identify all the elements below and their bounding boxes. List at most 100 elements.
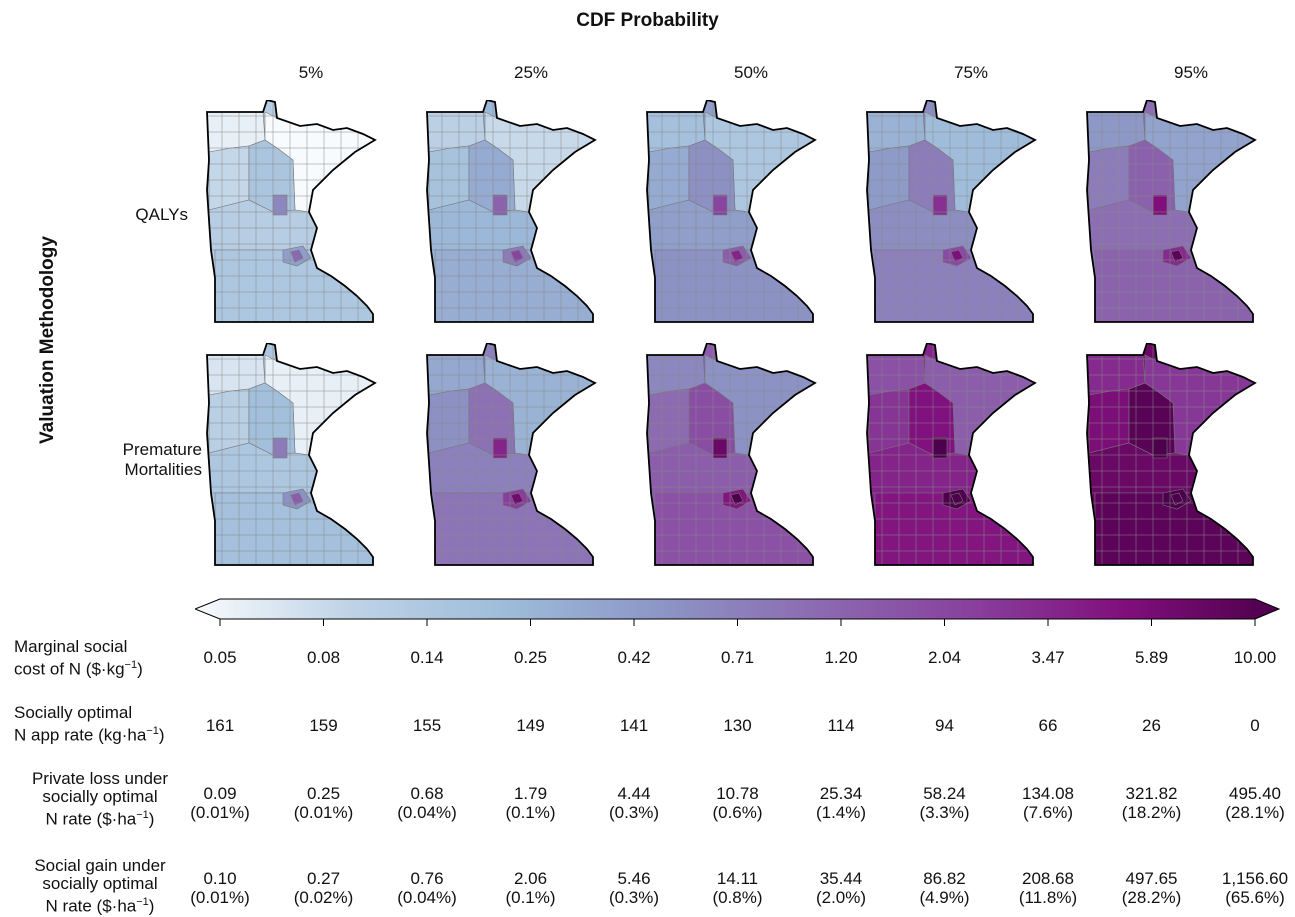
cell-value: 5.89 [1134, 648, 1169, 667]
county-region [730, 249, 744, 263]
cell-value: 161 [205, 716, 235, 735]
row-label-mortalities-line2: Mortalities [124, 460, 202, 479]
row-label-qalys-line: QALYs [135, 205, 188, 224]
table-cell: 25.34(1.4%) [796, 784, 886, 822]
table-cell: 161 [175, 716, 265, 735]
cell-value: 0.10 [203, 869, 237, 888]
cell-percent: (0.8%) [712, 888, 763, 907]
cell-percent: (0.1%) [505, 888, 556, 907]
cell-value: 0.25 [513, 648, 548, 667]
county-region [428, 388, 470, 454]
table-cell: 0.25(0.01%) [279, 784, 369, 822]
label-line: Socially optimal [14, 703, 133, 722]
label-line: cost of N ($·kg−1) [14, 656, 143, 679]
cell-percent: (0.01%) [293, 803, 354, 822]
cell-value: 2.04 [927, 648, 962, 667]
state-outline [866, 343, 1037, 566]
table-label-marginal-cost: Marginal social cost of N ($·kg−1) [14, 638, 143, 679]
county-region [208, 145, 250, 211]
table-cell: 0.09(0.01%) [175, 784, 265, 822]
table-cell: 4.44(0.3%) [589, 784, 679, 822]
cell-percent: (3.3%) [919, 803, 970, 822]
label-superscript: −1 [136, 896, 149, 908]
cell-value: 141 [619, 716, 649, 735]
label-text: ) [148, 896, 155, 916]
cell-value: 0.05 [203, 648, 237, 667]
county-region [290, 249, 304, 263]
chart-title: CDF Probability [576, 10, 719, 31]
column-label-95: 95% [1173, 63, 1209, 82]
cell-value: 0.68 [410, 784, 444, 803]
cell-value: 5.46 [617, 869, 651, 888]
county-region [868, 145, 910, 211]
cell-value: 130 [723, 716, 752, 735]
row-label-qalys: QALYs [38, 205, 188, 225]
label-text: N rate ($·ha [45, 896, 137, 916]
cell-value: 0.25 [306, 784, 341, 803]
cell-value: 0.71 [720, 648, 755, 667]
label-line: Social gain under [34, 856, 166, 875]
cell-value: 114 [827, 716, 855, 735]
cell-value: 495.40 [1229, 784, 1281, 803]
cell-percent: (11.8%) [1018, 888, 1078, 907]
county-region [1088, 388, 1130, 454]
county-region [648, 388, 690, 454]
label-text: N app rate (kg·ha [14, 725, 147, 745]
cell-percent: (4.9%) [919, 888, 970, 907]
row-label-mortalities: Premature Mortalities [52, 440, 202, 480]
cell-value: 497.65 [1125, 869, 1178, 888]
table-cell: 159 [279, 716, 369, 735]
cell-percent: (2.0%) [815, 888, 867, 907]
cell-value: 208.68 [1022, 869, 1074, 888]
map-mortalities-25 [426, 343, 597, 566]
county-region [1088, 145, 1130, 211]
table-cell: 495.40(28.1%) [1210, 784, 1295, 822]
colorbar-body [195, 598, 1281, 620]
cell-percent: (65.6%) [1225, 888, 1285, 907]
cell-percent: (28.2%) [1121, 888, 1182, 907]
map-mortalities-75 [866, 343, 1037, 566]
colorbar [195, 598, 1281, 626]
label-text: ) [137, 659, 143, 679]
cell-value: 0 [1250, 716, 1260, 735]
cell-value: 0.14 [410, 648, 444, 667]
cell-value: 1.20 [824, 648, 858, 667]
cell-percent: (0.3%) [608, 803, 660, 822]
map-mortalities-5 [206, 343, 377, 566]
cell-value: 2.06 [513, 869, 548, 888]
label-text: ) [158, 725, 165, 745]
label-line: N rate ($·ha−1) [14, 806, 186, 829]
cell-percent: (18.2%) [1121, 803, 1182, 822]
table-cell: 86.82(4.9%) [900, 869, 990, 907]
table-cell: 2.04 [900, 648, 990, 667]
cell-value: 321.82 [1125, 784, 1178, 803]
table-cell: 0.71 [693, 648, 783, 667]
table-cell: 26 [1107, 716, 1197, 735]
table-cell: 35.44(2.0%) [796, 869, 886, 907]
label-line: N app rate (kg·ha−1) [14, 722, 165, 745]
table-cell: 0 [1210, 716, 1295, 735]
map-qalys-25 [426, 100, 597, 323]
state-outline [426, 100, 597, 323]
cell-percent: (0.04%) [397, 888, 457, 907]
column-label-5: 5% [298, 63, 324, 82]
label-text: ) [148, 809, 155, 829]
table-cell: 0.08 [279, 648, 369, 667]
cell-value: 66 [1038, 716, 1058, 735]
map-qalys-5 [206, 100, 377, 323]
table-cell: 0.76(0.04%) [382, 869, 472, 907]
cell-value: 149 [516, 716, 545, 735]
cell-percent: (0.02%) [293, 888, 354, 907]
label-line: N rate ($·ha−1) [14, 893, 186, 916]
table-cell: 66 [1003, 716, 1093, 735]
cell-value: 94 [935, 716, 954, 735]
cell-percent: (0.01%) [190, 803, 250, 822]
table-cell: 10.00 [1210, 648, 1295, 667]
label-line: Marginal social [14, 637, 128, 656]
table-label-private-loss: Private loss under socially optimal N ra… [14, 770, 186, 829]
table-cell: 0.68(0.04%) [382, 784, 472, 822]
table-cell: 5.46(0.3%) [589, 869, 679, 907]
map-qalys-75 [866, 100, 1037, 323]
table-cell: 1,156.60(65.6%) [1210, 869, 1295, 907]
cell-value: 155 [412, 716, 442, 735]
